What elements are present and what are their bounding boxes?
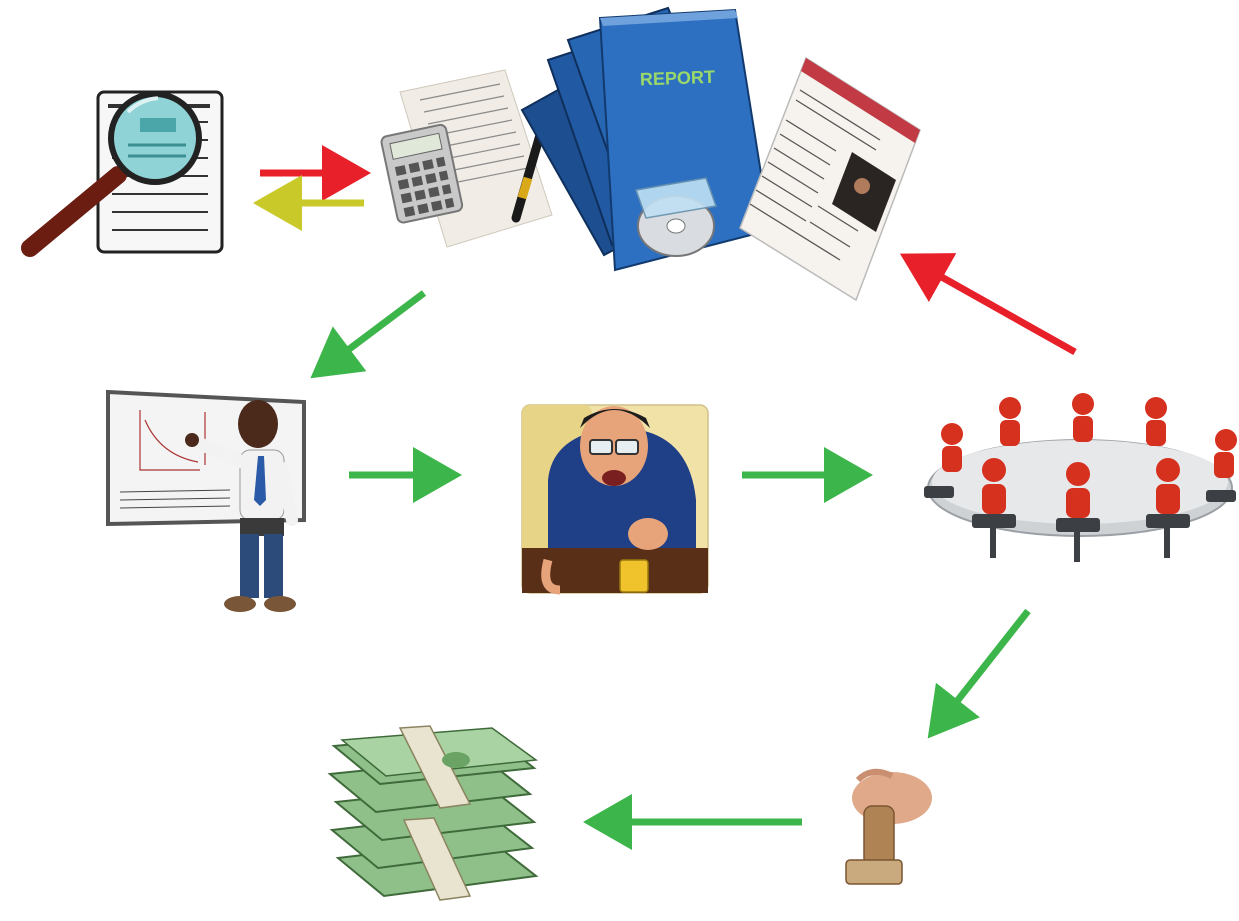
reports-documents-icon: REPORT [380,6,921,302]
board-meeting-icon [924,393,1237,562]
approval-stamp-icon [845,768,932,885]
arrow-reports-to-presentation [310,290,427,379]
report-books-icon: REPORT [520,6,772,272]
report-book-label: REPORT [640,67,716,90]
arrow-board-to-reports [899,253,1077,356]
spreadsheet-paper-icon [380,69,553,248]
money-stack-icon [327,725,539,901]
presenter-whiteboard-icon [106,389,306,612]
magnifier-document-icon [21,90,224,257]
flow-arrows [253,145,1077,850]
angry-executive-icon [521,404,709,595]
newspaper-icon [739,56,921,302]
arrow-board-to-approval [927,608,1031,739]
